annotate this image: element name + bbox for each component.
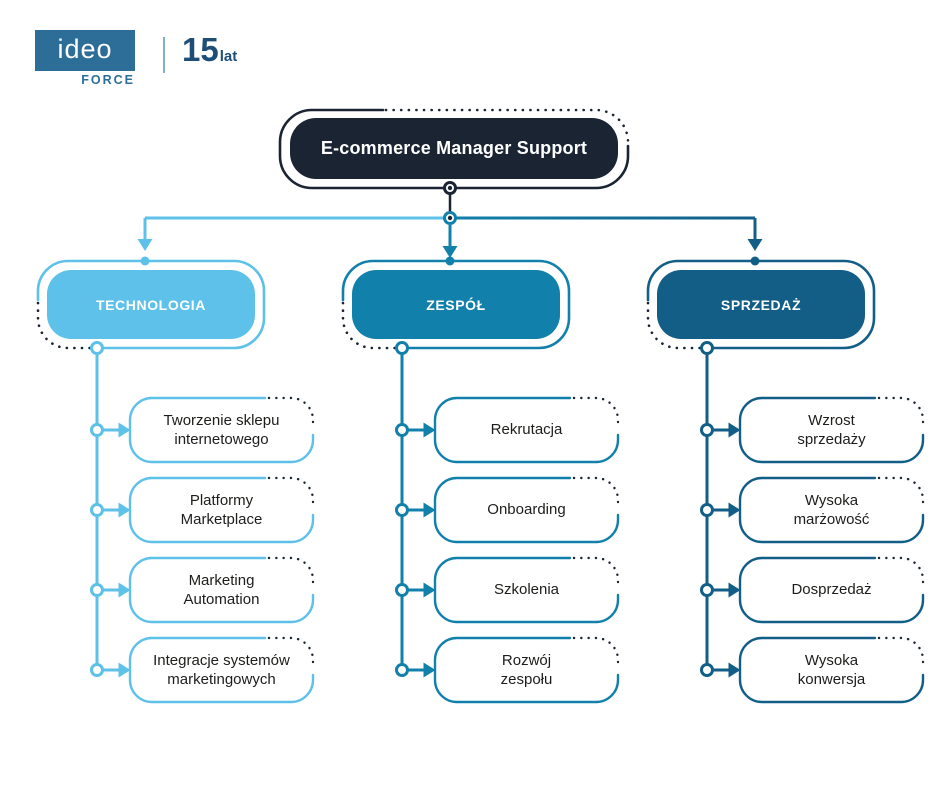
trunk-connector (136, 193, 764, 266)
ideo-logo-text: ideo (57, 33, 113, 64)
item-zespol-2: Onboarding (487, 501, 566, 519)
anniversary-badge: 15 lat (182, 33, 237, 66)
column-3-artwork (646, 259, 925, 704)
item-technologia-4: Integracje systemów marketingowych (153, 651, 290, 689)
item-zespol-1: Rekrutacja (490, 421, 563, 439)
force-logo-text: FORCE (81, 73, 135, 87)
item-sprzedaz-1: Wzrost sprzedaży (797, 411, 866, 449)
column-header-technologia: TECHNOLOGIA (47, 270, 255, 339)
item-technologia-2: Platformy Marketplace (180, 491, 263, 529)
item-sprzedaz-3: Dosprzedaż (791, 581, 872, 599)
item-zespol-4: Rozwój zespołu (500, 651, 553, 689)
junction-rings (443, 181, 457, 225)
root-node: E-commerce Manager Support (290, 118, 618, 179)
item-technologia-1: Tworzenie sklepu internetowego (163, 411, 280, 449)
item-sprzedaz-2: Wysoka marżowość (793, 491, 870, 529)
ideo-logo: ideo (35, 30, 135, 71)
item-technologia-3: Marketing Automation (183, 571, 260, 609)
item-zespol-3: Szkolenia (493, 581, 560, 599)
column-2-artwork (341, 259, 620, 704)
anniversary-unit: lat (219, 48, 238, 65)
anniversary-number: 15 (182, 31, 219, 68)
root-frame (278, 108, 630, 190)
item-sprzedaz-4: Wysoka konwersja (797, 651, 866, 689)
column-header-sprzedaz: SPRZEDAŻ (657, 270, 865, 339)
logo-divider (163, 37, 165, 73)
column-header-zespol: ZESPÓŁ (352, 270, 560, 339)
column-1-artwork (36, 259, 315, 704)
